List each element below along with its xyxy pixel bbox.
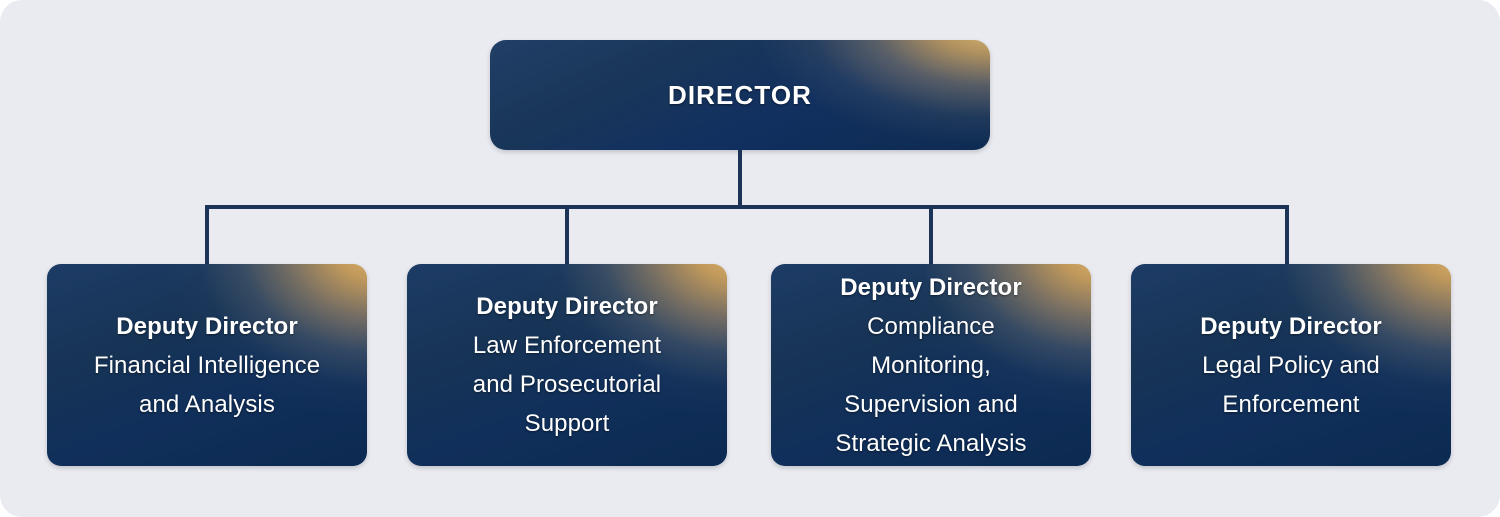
org-node-deputy-1-subtitle: Financial Intelligence and Analysis (94, 346, 320, 424)
connector-horizontal-bar (205, 205, 1289, 209)
connector-drop-deputy-1 (205, 205, 209, 266)
org-node-deputy-3-subtitle-line-2: Monitoring, (871, 351, 991, 379)
org-node-deputy-4-subtitle-line-1: Legal Policy and (1202, 351, 1380, 379)
org-node-deputy-2-title: Deputy Director (476, 293, 658, 320)
org-node-deputy-3[interactable]: Deputy Director Compliance Monitoring, S… (771, 264, 1091, 466)
org-node-deputy-3-title: Deputy Director (840, 273, 1022, 301)
org-node-deputy-4-subtitle-line-2: Enforcement (1222, 390, 1360, 418)
org-node-deputy-4[interactable]: Deputy Director Legal Policy and Enforce… (1131, 264, 1451, 466)
org-node-deputy-3-subtitle-line-4: Strategic Analysis (835, 429, 1027, 457)
connector-root-stem (738, 148, 742, 209)
org-node-deputy-2-subtitle: Law Enforcement and Prosecutorial Suppor… (473, 326, 661, 443)
org-node-deputy-2-subtitle-line-3: Support (524, 410, 610, 437)
org-node-director-title: DIRECTOR (667, 79, 813, 110)
org-node-director[interactable]: DIRECTOR (490, 40, 990, 150)
org-node-deputy-3-subtitle: Compliance Monitoring, Supervision and S… (835, 307, 1026, 463)
org-node-deputy-3-subtitle-line-3: Supervision and (844, 390, 1018, 418)
org-node-deputy-3-subtitle-line-1: Compliance (867, 312, 995, 340)
org-node-deputy-1-title: Deputy Director (116, 312, 298, 340)
org-node-deputy-2-subtitle-line-2: and Prosecutorial (472, 371, 662, 398)
connector-drop-deputy-4 (1285, 205, 1289, 266)
org-node-deputy-1-subtitle-line-2: and Analysis (139, 390, 275, 418)
connector-drop-deputy-3 (929, 205, 933, 266)
org-node-deputy-2[interactable]: Deputy Director Law Enforcement and Pros… (407, 264, 727, 466)
org-node-deputy-4-title: Deputy Director (1200, 312, 1382, 340)
org-node-deputy-1[interactable]: Deputy Director Financial Intelligence a… (47, 264, 367, 466)
org-node-deputy-1-subtitle-line-1: Financial Intelligence (93, 351, 321, 379)
org-node-deputy-2-subtitle-line-1: Law Enforcement (472, 332, 662, 359)
org-node-deputy-4-subtitle: Legal Policy and Enforcement (1202, 346, 1380, 424)
connector-drop-deputy-2 (565, 205, 569, 266)
